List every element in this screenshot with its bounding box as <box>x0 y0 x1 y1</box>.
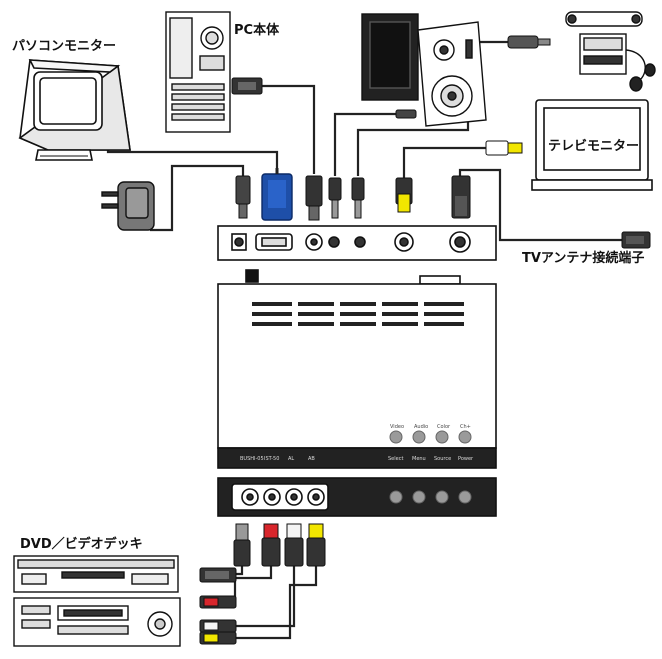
status-label-video: Video <box>390 424 404 430</box>
speaker-small <box>361 13 419 101</box>
portable-audio-player <box>565 11 656 92</box>
front-label-6: Menu <box>412 456 426 462</box>
cable-dvd-white <box>236 566 296 628</box>
front-button-select[interactable] <box>389 490 403 504</box>
cable-dvd-svideo <box>235 565 244 576</box>
status-label-audio: Audio <box>414 424 428 430</box>
front-label-1: BUSHI-05 <box>240 456 264 462</box>
box-control-buttons: Video Audio Color Ch+ <box>389 424 472 444</box>
rca-plug-front-yellow <box>306 523 326 567</box>
cable-pc-svideo <box>260 84 316 174</box>
front-label-8: Power <box>458 456 474 462</box>
antenna-plug <box>621 231 651 249</box>
box-front-panel <box>217 477 497 517</box>
label-tv-monitor: テレビモニター <box>548 138 639 154</box>
audio-plug-speaker <box>395 109 417 119</box>
control-button-2[interactable] <box>412 430 426 444</box>
front-button-power[interactable] <box>458 490 472 504</box>
front-label-7: Source <box>434 456 451 462</box>
antenna-plug-rear <box>451 175 471 219</box>
label-pc-body: PC本体 <box>234 22 280 38</box>
pc-monitor <box>18 59 131 161</box>
front-button-source[interactable] <box>435 490 449 504</box>
audio-plug-rear-2 <box>351 177 365 219</box>
svideo-plug-dvd <box>199 567 237 583</box>
audio-plug-player <box>507 35 551 49</box>
control-button-3[interactable] <box>435 430 449 444</box>
front-label-3: AL <box>288 456 294 462</box>
box-vent-slots <box>252 300 464 328</box>
svideo-plug-rear <box>305 175 323 221</box>
box-front-labels: BUSHI-05 IST-50 AL AB Select Menu Source… <box>240 456 474 462</box>
ac-adapter <box>101 181 155 231</box>
cable-lines <box>106 40 625 640</box>
svideo-plug-pc <box>231 77 263 95</box>
cable-speaker-audio <box>356 40 508 176</box>
svideo-plug-front <box>233 523 251 567</box>
rca-plug-tv <box>485 140 523 156</box>
control-button-4[interactable] <box>458 430 472 444</box>
front-label-4: AB <box>308 456 315 462</box>
label-pc-monitor: パソコンモニター <box>12 39 116 54</box>
cable-adapter-power <box>150 164 245 232</box>
cable-antenna <box>458 168 625 242</box>
power-plug <box>235 175 251 219</box>
status-label-color: Color <box>437 424 451 430</box>
cable-tv-video <box>402 146 486 178</box>
tv-monitor <box>531 99 653 191</box>
rca-plug-front-white <box>284 523 304 567</box>
video-deck <box>13 597 181 647</box>
cable-dvd-yellow <box>236 566 318 640</box>
status-label-ch: Ch+ <box>460 424 471 430</box>
rca-plug-front-red <box>261 523 281 567</box>
box-rear-panel <box>217 225 497 261</box>
rca-plug-rear-yellow <box>395 177 413 213</box>
cable-monitor-vga <box>106 150 279 174</box>
speaker-large <box>417 21 487 127</box>
cable-pc-audio <box>333 112 398 176</box>
control-button-1[interactable] <box>389 430 403 444</box>
vga-connector <box>261 168 293 221</box>
cable-dvd-red <box>233 566 273 601</box>
audio-plug-rear-1 <box>328 177 342 219</box>
label-dvd-deck: DVD／ビデオデッキ <box>20 536 143 552</box>
label-tv-antenna: TVアンテナ接続端子 <box>522 250 644 266</box>
pc-tower <box>165 11 231 133</box>
front-label-2: IST-50 <box>264 456 279 462</box>
front-label-5: Select <box>388 456 403 462</box>
rca-plugs-deck <box>199 595 237 645</box>
front-button-menu[interactable] <box>412 490 426 504</box>
box-main-body <box>217 269 497 469</box>
dvd-player <box>13 555 179 593</box>
front-panel-buttons <box>389 490 472 504</box>
